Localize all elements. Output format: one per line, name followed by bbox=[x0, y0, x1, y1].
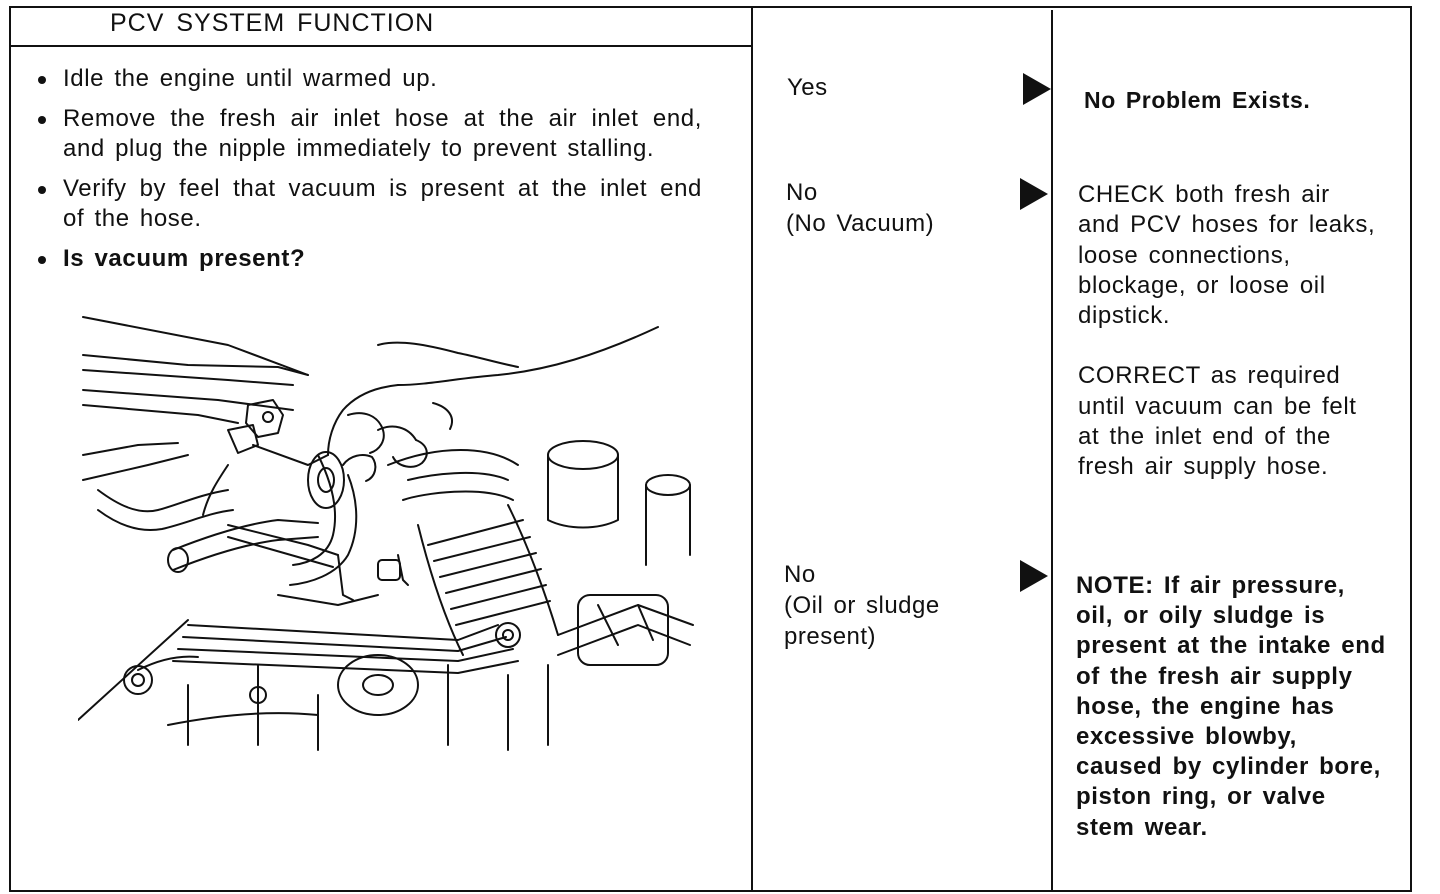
answer-yes-label: Yes bbox=[787, 74, 828, 101]
arrow-right-icon bbox=[1023, 73, 1051, 105]
step-question: Is vacuum present? bbox=[36, 244, 702, 274]
answer-no-vacuum-label: No bbox=[786, 179, 818, 206]
result-correct-text: CORRECT as required until vacuum can be … bbox=[1078, 362, 1357, 481]
answer-no-vacuum-sublabel: (No Vacuum) bbox=[786, 210, 935, 237]
answer-no-oil: No (Oil or sludge present) bbox=[784, 559, 974, 652]
arrow-right-icon bbox=[1020, 560, 1048, 592]
step-item: Idle the engine until warmed up. bbox=[36, 64, 702, 94]
step-item: Verify by feel that vacuum is present at… bbox=[36, 174, 702, 234]
result-no-problem: No Problem Exists. bbox=[1084, 87, 1311, 113]
column-divider-results bbox=[1051, 10, 1053, 892]
header-divider bbox=[9, 45, 753, 47]
answer-no-vacuum: No (No Vacuum) bbox=[786, 177, 934, 239]
result-check-text: CHECK both fresh air and PCV hoses for l… bbox=[1078, 181, 1376, 330]
procedure-table bbox=[9, 6, 1412, 892]
column-divider-answers bbox=[751, 6, 753, 892]
test-steps: Idle the engine until warmed up. Remove … bbox=[36, 64, 702, 284]
step-item: Remove the fresh air inlet hose at the a… bbox=[36, 104, 702, 164]
result-note-blowby: NOTE: If air pressure, oil, or oily slud… bbox=[1076, 572, 1386, 841]
answer-no-oil-label: No bbox=[784, 561, 816, 588]
answer-yes: Yes bbox=[787, 72, 828, 103]
table-title: PCV SYSTEM FUNCTION bbox=[110, 9, 435, 37]
arrow-right-icon bbox=[1020, 178, 1048, 210]
result-check-hoses: CHECK both fresh air and PCV hoses for l… bbox=[1078, 180, 1378, 483]
engine-bay-hand-test-illustration bbox=[78, 316, 694, 751]
answer-no-oil-sublabel: (Oil or sludge present) bbox=[784, 592, 940, 650]
